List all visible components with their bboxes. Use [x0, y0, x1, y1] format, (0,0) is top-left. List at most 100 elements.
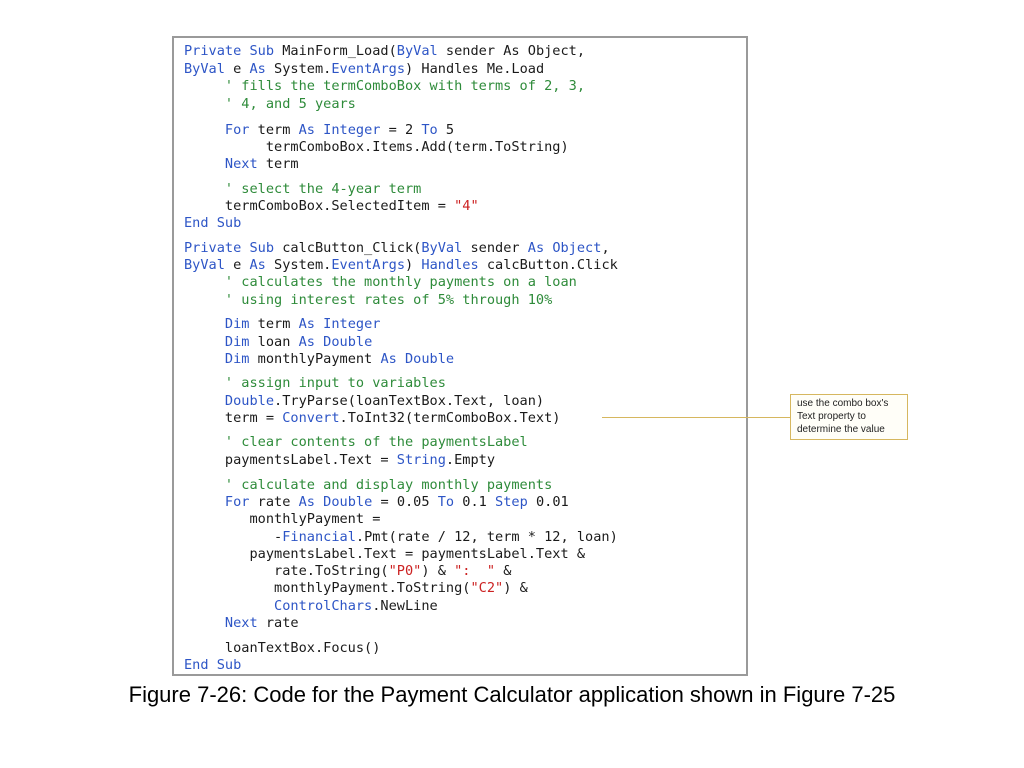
code-token: "P0" [388, 563, 422, 579]
code-line: Next rate [184, 615, 299, 632]
code-token: Next [224, 156, 258, 172]
code-line: ByVal e As System.EventArgs) Handles cal… [184, 257, 618, 274]
callout-text-line-2: Text property to [797, 411, 866, 422]
code-token: term [249, 316, 299, 332]
code-token [184, 393, 225, 409]
code-token [184, 156, 225, 172]
code-token: To [437, 494, 455, 510]
code-token: e [224, 61, 250, 77]
code-token: Handles [421, 257, 479, 273]
code-token: ' calculate and display monthly payments [184, 477, 553, 493]
code-token: To [421, 122, 438, 138]
code-line: ' calculates the monthly payments on a l… [184, 274, 577, 291]
code-token: term [249, 122, 299, 138]
code-token [184, 351, 225, 367]
code-token: MainForm_Load( [282, 43, 397, 59]
code-token: System. [265, 61, 332, 77]
code-token: 5 [437, 122, 455, 138]
code-token: "C2" [470, 580, 504, 596]
code-token [184, 598, 274, 614]
code-token: paymentsLabel.Text = paymentsLabel.Text … [184, 546, 586, 562]
code-token: System. [265, 257, 332, 273]
code-token [184, 615, 225, 631]
code-token: ) & [503, 580, 528, 596]
code-line: ByVal e As System.EventArgs) Handles Me.… [184, 61, 544, 78]
code-token: term = [184, 410, 283, 426]
code-line: monthlyPayment.ToString("C2") & [184, 580, 528, 597]
code-token: ByVal [184, 257, 225, 273]
code-line: Private Sub MainForm_Load(ByVal sender A… [184, 43, 585, 60]
code-token [184, 494, 225, 510]
code-line: Next term [184, 156, 299, 173]
code-token: monthlyPayment = [184, 511, 381, 527]
code-token: Convert [282, 410, 340, 426]
code-token [184, 122, 225, 138]
code-token: Private Sub [184, 43, 283, 59]
code-token: For [224, 122, 250, 138]
code-token: Financial [282, 529, 356, 545]
code-token: - [184, 529, 283, 545]
code-line: rate.ToString("P0") & ": " & [184, 563, 511, 580]
code-token: loan [249, 334, 299, 350]
code-token: loanTextBox.Focus() [184, 640, 381, 656]
code-token: , [576, 43, 586, 59]
figure-caption: Figure 7-26: Code for the Payment Calcul… [128, 682, 896, 707]
callout-text-line-1: use the combo box's [797, 398, 889, 409]
code-line: term = Convert.ToInt32(termComboBox.Text… [184, 410, 561, 427]
code-line: For rate As Double = 0.05 To 0.1 Step 0.… [184, 494, 569, 511]
code-token: , [601, 240, 610, 256]
code-token: monthlyPayment [249, 351, 381, 367]
code-line: -Financial.Pmt(rate / 12, term * 12, loa… [184, 529, 618, 546]
code-token: Dim [224, 334, 250, 350]
code-token: = 0.05 [372, 494, 438, 510]
code-token: & [495, 563, 512, 579]
code-line: Double.TryParse(loanTextBox.Text, loan) [184, 393, 544, 410]
callout-note: use the combo box's Text property to det… [790, 394, 908, 440]
code-token: .Empty [445, 452, 496, 468]
code-token: .ToInt32(termComboBox.Text) [339, 410, 561, 426]
code-token: As [249, 61, 266, 77]
code-token: rate [249, 494, 299, 510]
code-line: monthlyPayment = [184, 511, 380, 528]
code-line: paymentsLabel.Text = String.Empty [184, 452, 495, 469]
code-token [184, 334, 225, 350]
code-line: Dim loan As Double [184, 334, 372, 351]
code-token: For [224, 494, 250, 510]
code-token: ) [405, 257, 422, 273]
code-token: Step [495, 494, 528, 510]
code-token: e [224, 257, 250, 273]
code-line: ' assign input to variables [184, 375, 446, 392]
code-token: Dim [224, 351, 250, 367]
code-token: 0.01 [527, 494, 569, 510]
code-token: ' assign input to variables [184, 375, 446, 391]
code-token: rate.ToString( [184, 563, 389, 579]
code-token: End Sub [184, 215, 242, 231]
code-line: Private Sub calcButton_Click(ByVal sende… [184, 240, 610, 257]
code-token: ByVal [421, 240, 463, 256]
code-line: End Sub [184, 215, 241, 232]
code-token: sender [462, 240, 528, 256]
code-line: termComboBox.SelectedItem = "4" [184, 198, 479, 215]
code-line: ' calculate and display monthly payments [184, 477, 552, 494]
code-token: Next [224, 615, 258, 631]
code-listing-box [172, 36, 748, 676]
code-token: ByVal [396, 43, 438, 59]
code-token: Handles Me [421, 61, 504, 77]
code-line: ' clear contents of the paymentsLabel [184, 434, 528, 451]
code-token: ": " [454, 563, 496, 579]
code-token: ' 4, and 5 years [184, 96, 356, 112]
code-token: As Double [298, 334, 373, 350]
code-token: As Object [527, 240, 602, 256]
code-token: .TryParse(loanTextBox.Text, loan) [274, 393, 545, 409]
code-token: = 2 [380, 122, 422, 138]
code-line: Dim monthlyPayment As Double [184, 351, 454, 368]
code-line: Dim term As Integer [184, 316, 381, 333]
code-line: ' fills the termComboBox with terms of 2… [184, 78, 585, 95]
code-line: ' select the 4-year term [184, 181, 421, 198]
code-line: paymentsLabel.Text = paymentsLabel.Text … [184, 546, 585, 563]
code-line: End Sub [184, 657, 241, 674]
callout-connector-line [602, 417, 790, 418]
code-token: ' clear contents of the paymentsLabel [184, 434, 528, 450]
callout-text-line-3: determine the value [797, 424, 885, 435]
code-token: ) [405, 61, 422, 77]
